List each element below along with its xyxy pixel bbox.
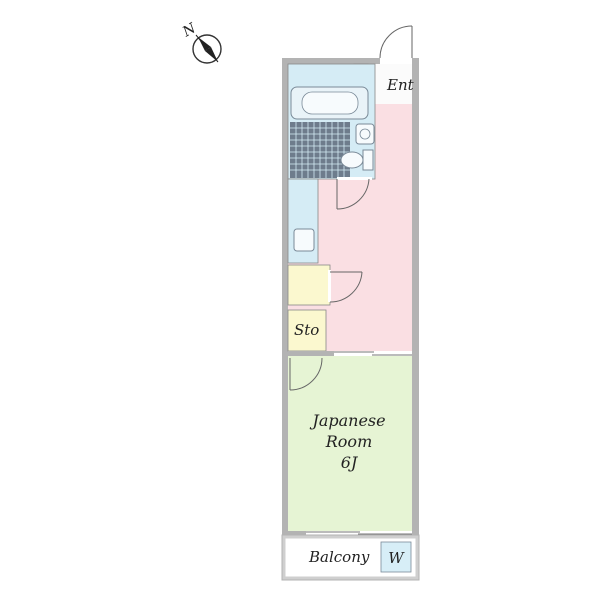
balcony: Balcony W — [281, 534, 420, 581]
storage-label: Sto — [294, 321, 319, 339]
washer-label: W — [388, 549, 405, 567]
kitchen-sink — [293, 228, 315, 252]
washer-space — [380, 541, 412, 573]
room-name-line-2: Room — [325, 432, 372, 451]
bathroom — [287, 63, 376, 180]
bathroom-door — [336, 177, 372, 210]
japanese-room: Japanese Room 6J — [288, 356, 412, 531]
compass-arrow-icon — [192, 34, 222, 64]
sliding-door — [334, 351, 412, 356]
bathtub-inner — [301, 91, 359, 115]
balcony-label: Balcony — [308, 548, 370, 566]
compass-north-label: N — [179, 20, 199, 41]
storage-door — [289, 357, 323, 391]
entrance-door — [379, 25, 413, 64]
storage-room: Sto — [287, 309, 327, 352]
room-size-label: 6J — [341, 453, 359, 472]
entrance-label: Ent — [386, 76, 415, 94]
compass: N — [179, 20, 222, 64]
wash-basin — [355, 123, 375, 145]
balcony-window — [306, 531, 412, 535]
toilet — [340, 149, 374, 171]
closet — [287, 264, 363, 306]
entrance-floor — [375, 64, 412, 104]
kitchen-counter — [287, 178, 319, 264]
room-name-line-1: Japanese — [309, 411, 385, 430]
